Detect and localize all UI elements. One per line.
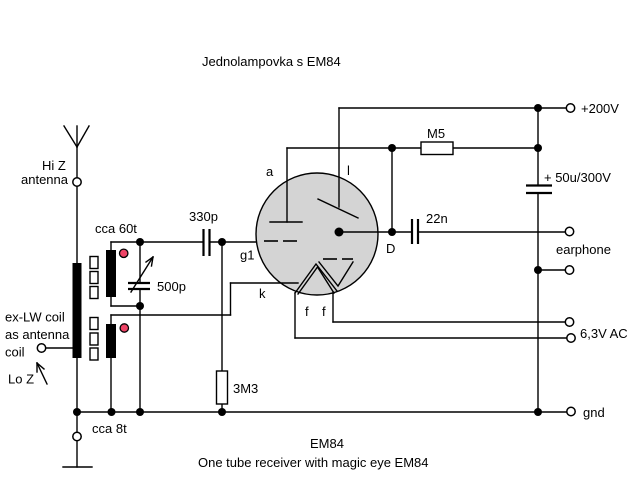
terminal-hi-z-antenna — [72, 177, 82, 187]
junction-dot — [136, 408, 144, 416]
coil-core-segment — [89, 316, 99, 331]
output-capacitor-label: 22n — [426, 211, 448, 226]
terminal-earphone-top — [564, 226, 575, 237]
terminal-antenna-ground — [72, 431, 82, 442]
phase-dot — [119, 323, 130, 333]
pin-filament-left-label: f — [305, 304, 309, 319]
terminal-circles — [36, 103, 576, 442]
phase-dot — [118, 248, 129, 259]
terminal-b-plus — [565, 103, 576, 113]
terminal-gnd — [566, 406, 576, 417]
junction-dot — [218, 238, 226, 246]
lo-z-label: Lo Z — [8, 372, 34, 387]
coil-core-segment — [89, 270, 99, 285]
arrow-shaft — [36, 362, 48, 385]
arrowhead — [36, 362, 45, 370]
heater-filament-inner — [297, 265, 335, 295]
pin-filament-right-label: f — [322, 304, 326, 319]
junction-dot — [218, 408, 226, 416]
deflector-electrode-dot — [334, 227, 344, 237]
description-caption: One tube receiver with magic eye EM84 — [198, 455, 429, 470]
tap-label-line3: coil — [5, 345, 25, 360]
tap-label-line2: as antenna — [5, 327, 70, 342]
coil-core-segment — [89, 255, 99, 270]
grid-resistor-3m3-body — [215, 370, 229, 405]
junction-dot — [73, 408, 81, 416]
antenna-coil-assembly — [72, 248, 130, 361]
pin-cathode-label: k — [259, 286, 266, 301]
variable-arrowhead — [145, 256, 154, 263]
filter-capacitor-50u — [526, 184, 552, 195]
tap-label-line1: ex-LW coil — [5, 310, 65, 325]
anode-resistor-m5-body — [420, 141, 454, 156]
junction-dot — [107, 408, 116, 416]
output-capacitor-22n — [410, 219, 420, 244]
hi-z-label: Hi Z — [42, 158, 66, 173]
junction-dot — [534, 266, 542, 274]
antenna-arm-right — [76, 125, 90, 148]
screen-plate — [317, 198, 359, 219]
ground-symbol — [62, 440, 93, 468]
tuning-coil-60t-bar — [106, 250, 116, 297]
junction-dot — [136, 302, 144, 310]
tuning-capacitor-label: 500p — [157, 279, 186, 294]
grid-capacitor-label: 330p — [189, 209, 218, 224]
feedback-coil-turns-label: cca 8t — [92, 421, 127, 436]
tube-internals — [264, 198, 359, 295]
terminal-heater-top — [564, 317, 575, 327]
antenna-symbol — [63, 125, 90, 179]
pin-anode-label: a — [266, 164, 274, 179]
antenna-coil-bar — [72, 263, 82, 358]
coil-core-segment — [89, 285, 99, 300]
tuning-coil-turns-label: cca 60t — [95, 221, 137, 236]
terminal-lo-z-tap — [36, 343, 47, 353]
gnd-label: gnd — [583, 405, 605, 420]
junction-dot — [534, 408, 542, 416]
junction-dot — [136, 238, 144, 246]
tube-name-caption: EM84 — [310, 436, 344, 451]
schematic-title: Jednolampovka s EM84 — [202, 54, 341, 69]
terminal-heater-bottom — [566, 333, 576, 343]
heater-filament-outer — [294, 262, 338, 294]
junctions — [73, 104, 542, 416]
labels: Jednolampovka s EM84 Hi Z antenna cca 60… — [5, 54, 628, 470]
coil-core-segment — [89, 332, 99, 346]
antenna-label: antenna — [21, 172, 69, 187]
junction-dot — [534, 144, 542, 152]
tuning-capacitor-500p — [128, 256, 154, 293]
b-plus-label: +200V — [581, 101, 619, 116]
tube-envelope — [255, 172, 379, 296]
pin-screen-label: l — [347, 163, 350, 178]
earphone-label: earphone — [556, 242, 611, 257]
heater-supply-label: 6,3V AC — [580, 326, 628, 341]
pin-deflector-label: D — [386, 241, 395, 256]
coil-core-segment — [89, 347, 99, 361]
junction-dot — [388, 228, 396, 236]
grid-capacitor-330p — [202, 229, 211, 256]
lo-z-arrow — [36, 362, 48, 385]
pin-grid-label: g1 — [240, 248, 254, 263]
anode-resistor-label: M5 — [427, 126, 445, 141]
feedback-coil-8t-bar — [106, 324, 116, 358]
grid-resistor-label: 3M3 — [233, 381, 258, 396]
filter-capacitor-label: + 50u/300V — [544, 170, 611, 185]
variable-arrow — [130, 256, 154, 293]
terminal-earphone-bottom — [564, 265, 575, 275]
variable-arrowhead — [150, 256, 154, 267]
antenna-arm-left — [63, 125, 78, 148]
cathode-vee — [318, 261, 354, 288]
junction-dot — [534, 104, 542, 112]
junction-dot — [388, 144, 396, 152]
